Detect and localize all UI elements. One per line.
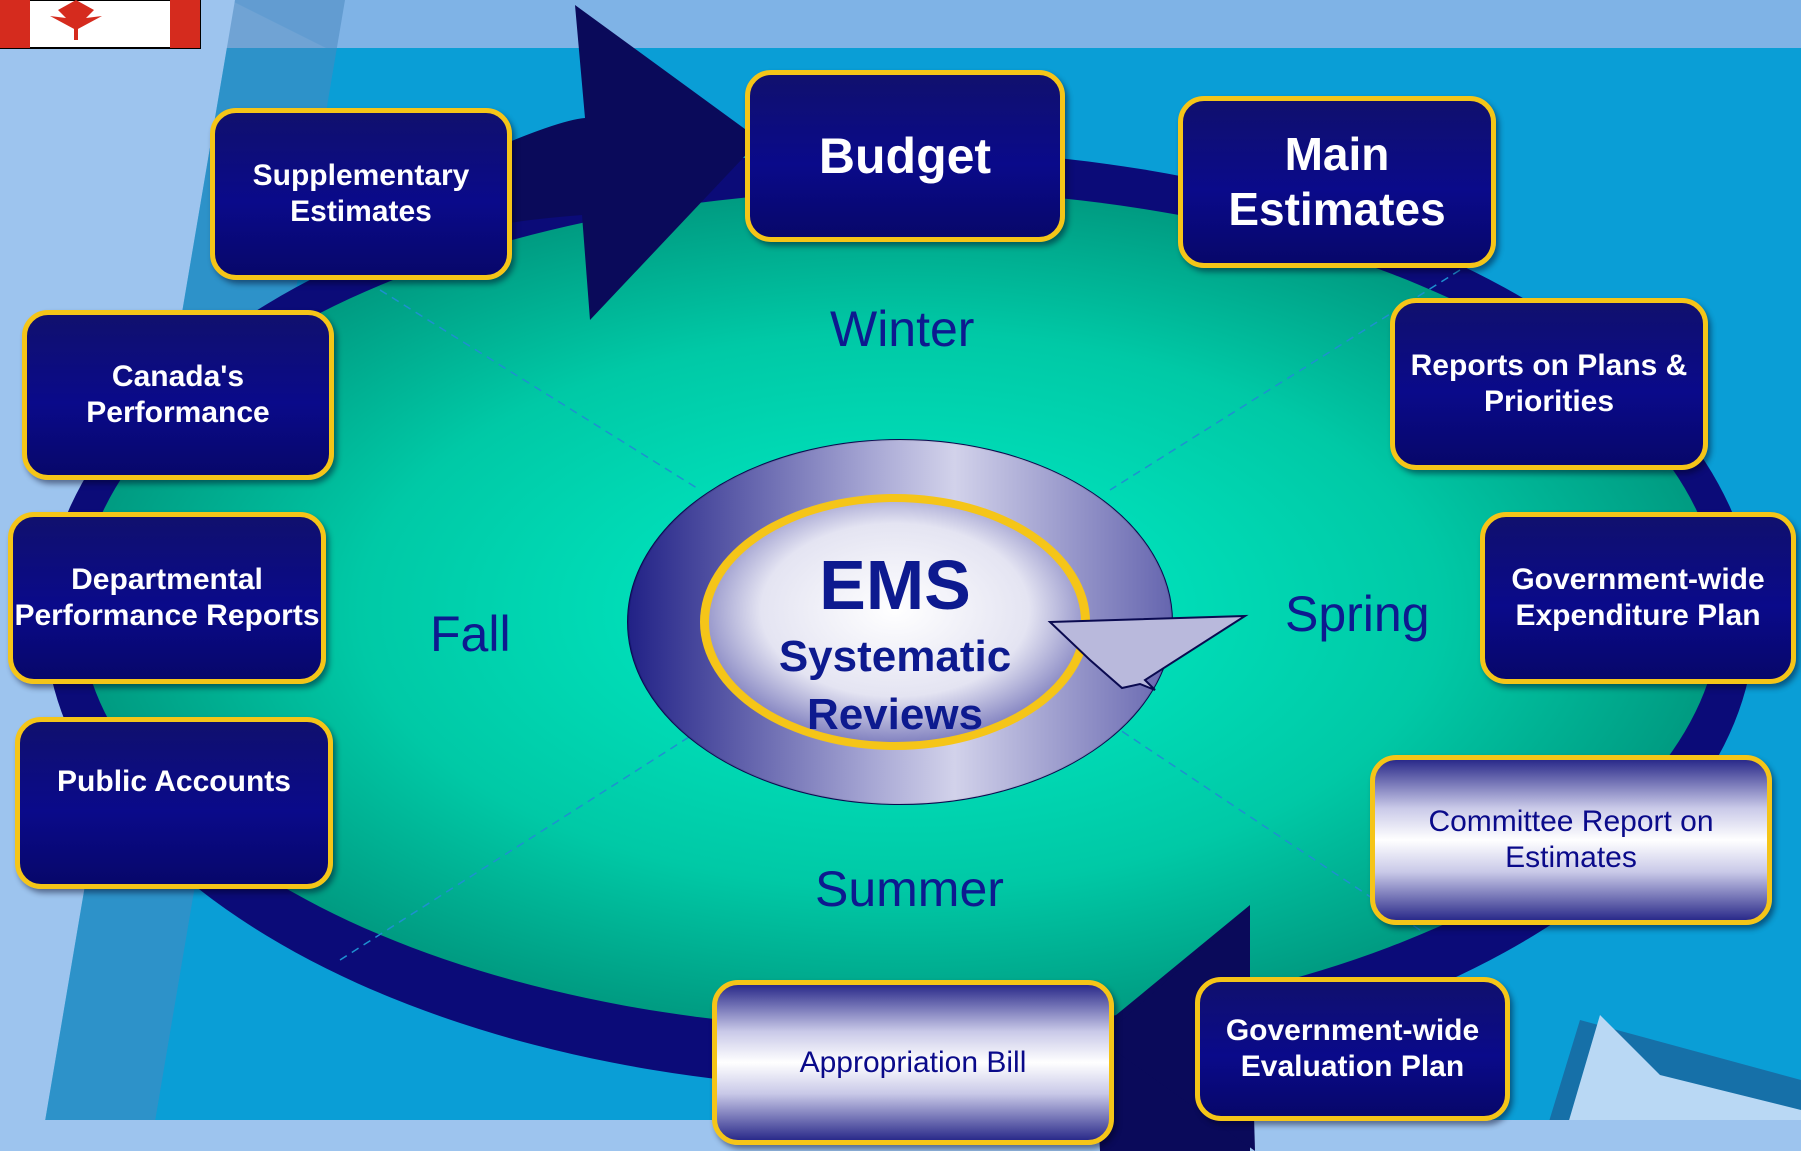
canada-flag-icon [0,0,201,49]
box-supplementary-estimates: Supplementary Estimates [210,108,512,280]
ems-subtitle-line2: Reviews [806,690,984,739]
box-evaluation-plan: Government-wide Evaluation Plan [1195,977,1510,1121]
season-spring: Spring [1285,586,1430,642]
box-canadas-performance: Canada's Performance [22,310,334,480]
box-reports-on-plans: Reports on Plans & Priorities [1390,298,1708,470]
box-expenditure-plan: Government-wide Expenditure Plan [1480,512,1796,684]
season-fall: Fall [430,606,511,662]
ems-title: EMS [819,546,971,624]
season-summer: Summer [815,861,1004,917]
box-public-accounts: Public Accounts [15,717,333,889]
season-winter: Winter [830,301,975,357]
box-budget: Budget [745,70,1065,242]
box-appropriation-bill: Appropriation Bill [712,980,1114,1145]
box-committee-report: Committee Report on Estimates [1370,755,1772,925]
box-main-estimates: Main Estimates [1178,96,1496,268]
ems-subtitle-line1: Systematic [778,632,1012,681]
box-departmental-performance: Departmental Performance Reports [8,512,326,684]
